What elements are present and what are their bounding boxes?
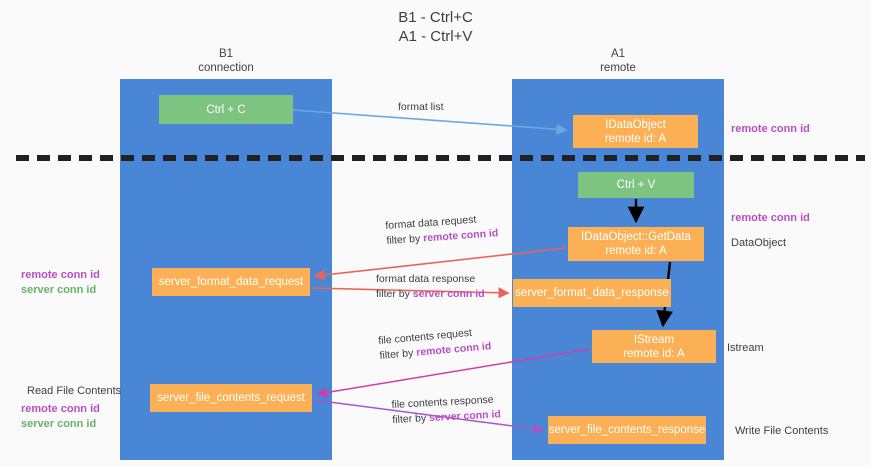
flow-label-format-data-request: format data request filter by remote con… [385, 211, 499, 249]
node-server-format-data-request[interactable]: server_format_data_request [152, 268, 310, 296]
flow-label-format-list: format list [398, 100, 444, 115]
filter-prefix: filter by [376, 288, 413, 300]
lane-header-a1-sub: remote [600, 62, 636, 74]
node-getdata-title: IDataObject::GetData [581, 231, 691, 243]
lane-header-a1-name: A1 [610, 48, 626, 60]
node-idataobject-title: IDataObject [605, 118, 666, 131]
flow-label-format-data-response: format data response filter by server co… [376, 272, 485, 302]
label-remote-conn-id-mid: remote conn id [731, 212, 810, 224]
node-ctrl-v[interactable]: Ctrl + V [578, 172, 694, 198]
label-remote-conn-id-top: remote conn id [731, 123, 810, 135]
filter-key-server-conn-id: server conn id [428, 408, 502, 425]
node-istream[interactable]: IStream remote id: A [592, 330, 716, 363]
flow-label-file-contents-request: file contents request filter by remote c… [378, 324, 492, 364]
node-server-format-data-response[interactable]: server_format_data_response [513, 279, 671, 307]
node-server-format-data-request-label: server_format_data_request [158, 276, 304, 288]
phase-divider [16, 155, 865, 161]
label-istream: Istream [727, 342, 764, 354]
label-conn-ids-bottom: remote conn id server conn id [21, 402, 121, 432]
filter-prefix: filter by [392, 412, 430, 426]
node-ctrl-v-label: Ctrl + V [616, 179, 656, 191]
filter-key-remote-conn-id: remote conn id [422, 227, 499, 245]
label-remote-conn-id-b: remote conn id [21, 403, 100, 415]
label-dataobject: DataObject [731, 237, 787, 249]
node-istream-subtitle: remote id: A [623, 347, 685, 360]
flow-label-format-data-response-line1: format data response [376, 273, 476, 285]
node-ctrl-c[interactable]: Ctrl + C [159, 95, 293, 124]
label-read-file-contents: Read File Contents [27, 385, 122, 397]
label-conn-ids-top: remote conn id server conn id [21, 268, 121, 298]
filter-prefix: filter by [379, 346, 417, 362]
node-getdata-subtitle: remote id: A [605, 245, 667, 257]
flow-label-file-contents-response: file contents response filter by server … [391, 392, 501, 428]
page-title-line-1: B1 - Ctrl+C [398, 9, 473, 26]
filter-key-server-conn-id: server conn id [412, 288, 485, 300]
page-title-line-2: A1 - Ctrl+V [398, 28, 473, 45]
lane-header-a1: A1 remote [512, 47, 724, 75]
node-server-file-contents-response[interactable]: server_file_contents_response [548, 416, 706, 444]
node-idataobject-subtitle: remote id: A [604, 132, 667, 145]
filter-prefix: filter by [386, 232, 424, 247]
label-write-file-contents: Write File Contents [735, 425, 829, 437]
label-remote-conn-id-a: remote conn id [21, 269, 100, 281]
node-server-file-contents-request[interactable]: server_file_contents_request [150, 384, 312, 412]
flow-label-format-list-line1: format list [398, 101, 444, 113]
lane-header-b1-sub: connection [198, 62, 254, 74]
node-server-format-data-response-label: server_format_data_response [515, 287, 669, 299]
lane-header-b1-name: B1 [218, 48, 234, 60]
node-idataobject-getdata[interactable]: IDataObject::GetData remote id: A [568, 227, 704, 261]
node-server-file-contents-request-label: server_file_contents_request [157, 392, 305, 404]
node-server-file-contents-response-label: server_file_contents_response [548, 424, 706, 436]
label-server-conn-id-b: server conn id [21, 418, 97, 430]
label-server-conn-id-a: server conn id [21, 284, 97, 296]
lane-header-b1: B1 connection [120, 47, 332, 75]
node-ctrl-c-label: Ctrl + C [206, 103, 246, 116]
page-title: B1 - Ctrl+C A1 - Ctrl+V [0, 8, 871, 46]
node-istream-title: IStream [633, 333, 675, 346]
node-idataobject[interactable]: IDataObject remote id: A [573, 115, 698, 148]
flow-label-format-data-response-line2: filter by server conn id [376, 287, 485, 302]
